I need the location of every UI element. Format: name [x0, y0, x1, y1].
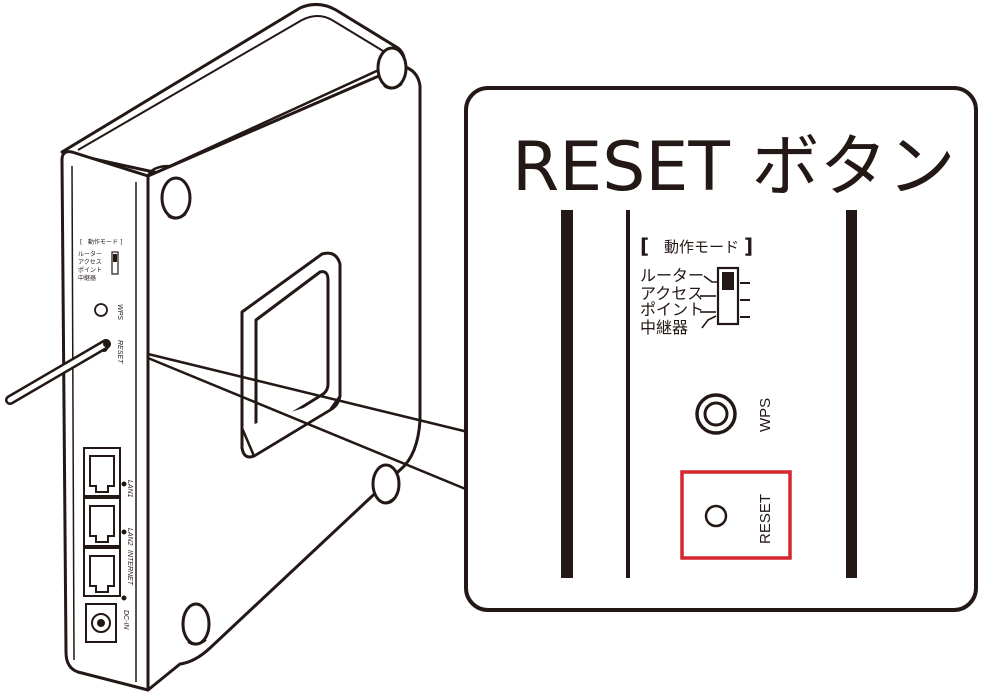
- port-lan1-label: LAN1: [126, 480, 133, 498]
- port-lan2-led: [121, 529, 127, 535]
- port-lan2[interactable]: [83, 497, 121, 547]
- callout-title: RESET ボタン: [512, 128, 956, 207]
- router-back-panel-labels: [ 動作モード ] ルーター アクセス ポイント 中継器 WPS RESET: [78, 238, 123, 364]
- mode-option-connectors: [700, 275, 718, 329]
- callout-reset-button[interactable]: [704, 504, 728, 528]
- port-dc-in-label: DC-IN: [122, 610, 129, 630]
- mode-option-point: ポイント: [640, 300, 704, 319]
- callout-panel: RESET ボタン [ 動作モード ] ルーター アクセス ポイント 中継器: [464, 86, 978, 612]
- port-lan1-led: [121, 481, 127, 487]
- router-ports: [83, 447, 121, 643]
- router-side-recess-base: [240, 395, 342, 458]
- mode-option-access: アクセス: [640, 284, 703, 303]
- callout-left-thin-bar: [626, 210, 630, 578]
- device-mode-header-close: ]: [120, 239, 122, 246]
- device-mode-option-point: ポイント: [78, 266, 102, 274]
- mode-option-repeater: 中継器: [640, 318, 688, 337]
- router-top-rim: [77, 15, 389, 151]
- router-foot-bottom-left: [181, 602, 211, 646]
- device-mode-option-access: アクセス: [78, 259, 102, 266]
- router-port-labels: LAN1 LAN2 INTERNET DC-IN: [121, 480, 133, 630]
- port-dc-in[interactable]: [85, 603, 117, 643]
- mode-header-close: ]: [744, 234, 753, 258]
- device-mode-switch[interactable]: [111, 251, 119, 275]
- device-wps-label: WPS: [116, 304, 123, 320]
- callout-wps-label: WPS: [757, 398, 774, 432]
- router-foot-top-right: [376, 46, 408, 90]
- reset-pin: [5, 339, 111, 405]
- mode-header-open: [: [640, 234, 649, 258]
- mode-option-router: ルーター: [640, 266, 704, 285]
- port-internet-label: INTERNET: [126, 550, 133, 586]
- mode-slide-switch[interactable]: [716, 266, 750, 326]
- device-mode-option-repeater: 中継器: [78, 274, 96, 282]
- callout-wps-button[interactable]: [695, 393, 737, 435]
- callout-right-bar: [846, 210, 857, 578]
- port-lan1[interactable]: [83, 447, 121, 497]
- mode-header-title: 動作モード: [664, 238, 739, 256]
- router-device: [60, 3, 422, 692]
- router-back-edge: [71, 165, 75, 661]
- device-mode-header: [: [80, 239, 82, 246]
- port-lan2-label: LAN2: [126, 528, 133, 546]
- callout-reset-label: RESET: [757, 494, 774, 544]
- port-internet[interactable]: [83, 547, 121, 597]
- device-mode-switch-knob: [113, 254, 117, 262]
- device-mode-header-text: 動作モード: [88, 238, 118, 246]
- router-foot-upper-left: [160, 176, 192, 220]
- device-mode-option-router: ルーター: [78, 250, 102, 258]
- device-reset-label: RESET: [116, 340, 123, 364]
- callout-left-bar: [561, 210, 573, 578]
- router-foot-lower-right: [371, 463, 401, 505]
- reset-highlight-box: [680, 470, 792, 560]
- mode-switch-knob: [722, 272, 734, 290]
- callout-leader-lines: [147, 352, 469, 492]
- device-wps-button[interactable]: [94, 303, 108, 317]
- port-internet-led: [121, 595, 127, 601]
